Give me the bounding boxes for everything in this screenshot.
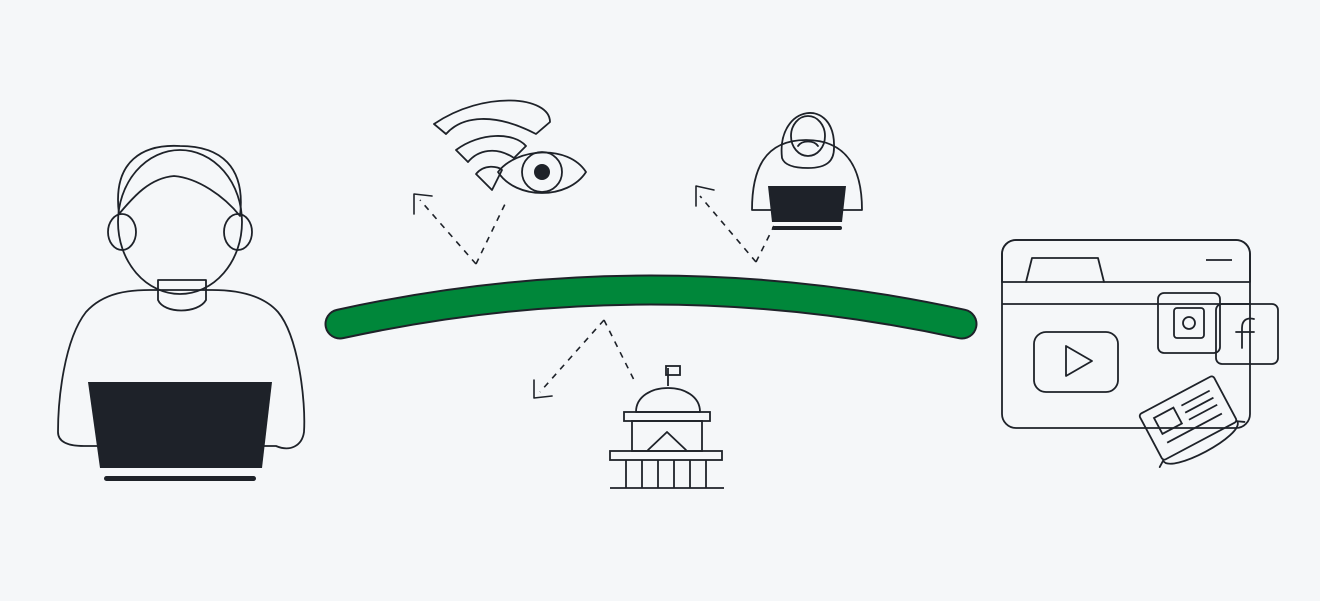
hacker-arrow	[695, 185, 775, 263]
wifi-dot	[475, 165, 503, 191]
f-social-icon	[1215, 303, 1279, 365]
user-laptop-base	[104, 476, 256, 481]
user-neck	[157, 279, 207, 312]
user-ear-left	[107, 213, 137, 251]
hacker-body	[751, 139, 863, 211]
hacker-face	[790, 115, 826, 157]
square-social-inner	[1173, 307, 1205, 339]
eye-iris	[521, 151, 563, 193]
eye-icon	[497, 151, 587, 194]
square-social-dot	[1182, 316, 1196, 330]
hacker-laptop	[768, 186, 846, 222]
building-upper-ledge	[623, 411, 711, 422]
play-triangle	[1065, 345, 1093, 377]
user-torso	[57, 289, 306, 450]
hacker-laptop-base	[772, 226, 842, 230]
building-upper	[631, 420, 703, 452]
building-lower-ledge	[609, 450, 723, 461]
isp-arrow	[413, 193, 507, 265]
user-laptop	[88, 382, 272, 468]
wifi-arc-outer	[433, 99, 551, 135]
building-dome	[635, 387, 701, 413]
hacker-mustache	[797, 140, 819, 147]
building-columns	[625, 460, 707, 488]
square-social-icon	[1157, 292, 1221, 354]
f-glyph	[1235, 317, 1255, 349]
browser-tab	[1025, 257, 1105, 283]
vpn-tunnel	[324, 274, 978, 340]
hacker-hood	[780, 112, 835, 169]
user-face	[117, 149, 243, 295]
government-arrow	[533, 319, 637, 399]
wifi-eye-surveillance-icon	[433, 99, 587, 194]
eye-pupil	[534, 164, 550, 180]
building-pediment	[647, 431, 687, 451]
flag	[665, 365, 681, 376]
newspaper-icon	[1138, 375, 1246, 468]
browser-titlebar	[1001, 239, 1251, 283]
wifi-arc-middle	[455, 135, 527, 163]
browser-window-icon	[1001, 239, 1279, 468]
government-building-icon	[609, 365, 724, 489]
hooded-hacker-icon	[751, 112, 863, 230]
user-ear-right	[223, 213, 253, 251]
user-with-laptop-icon	[57, 144, 306, 481]
user-hair	[117, 144, 242, 217]
play-button-icon	[1033, 331, 1119, 393]
